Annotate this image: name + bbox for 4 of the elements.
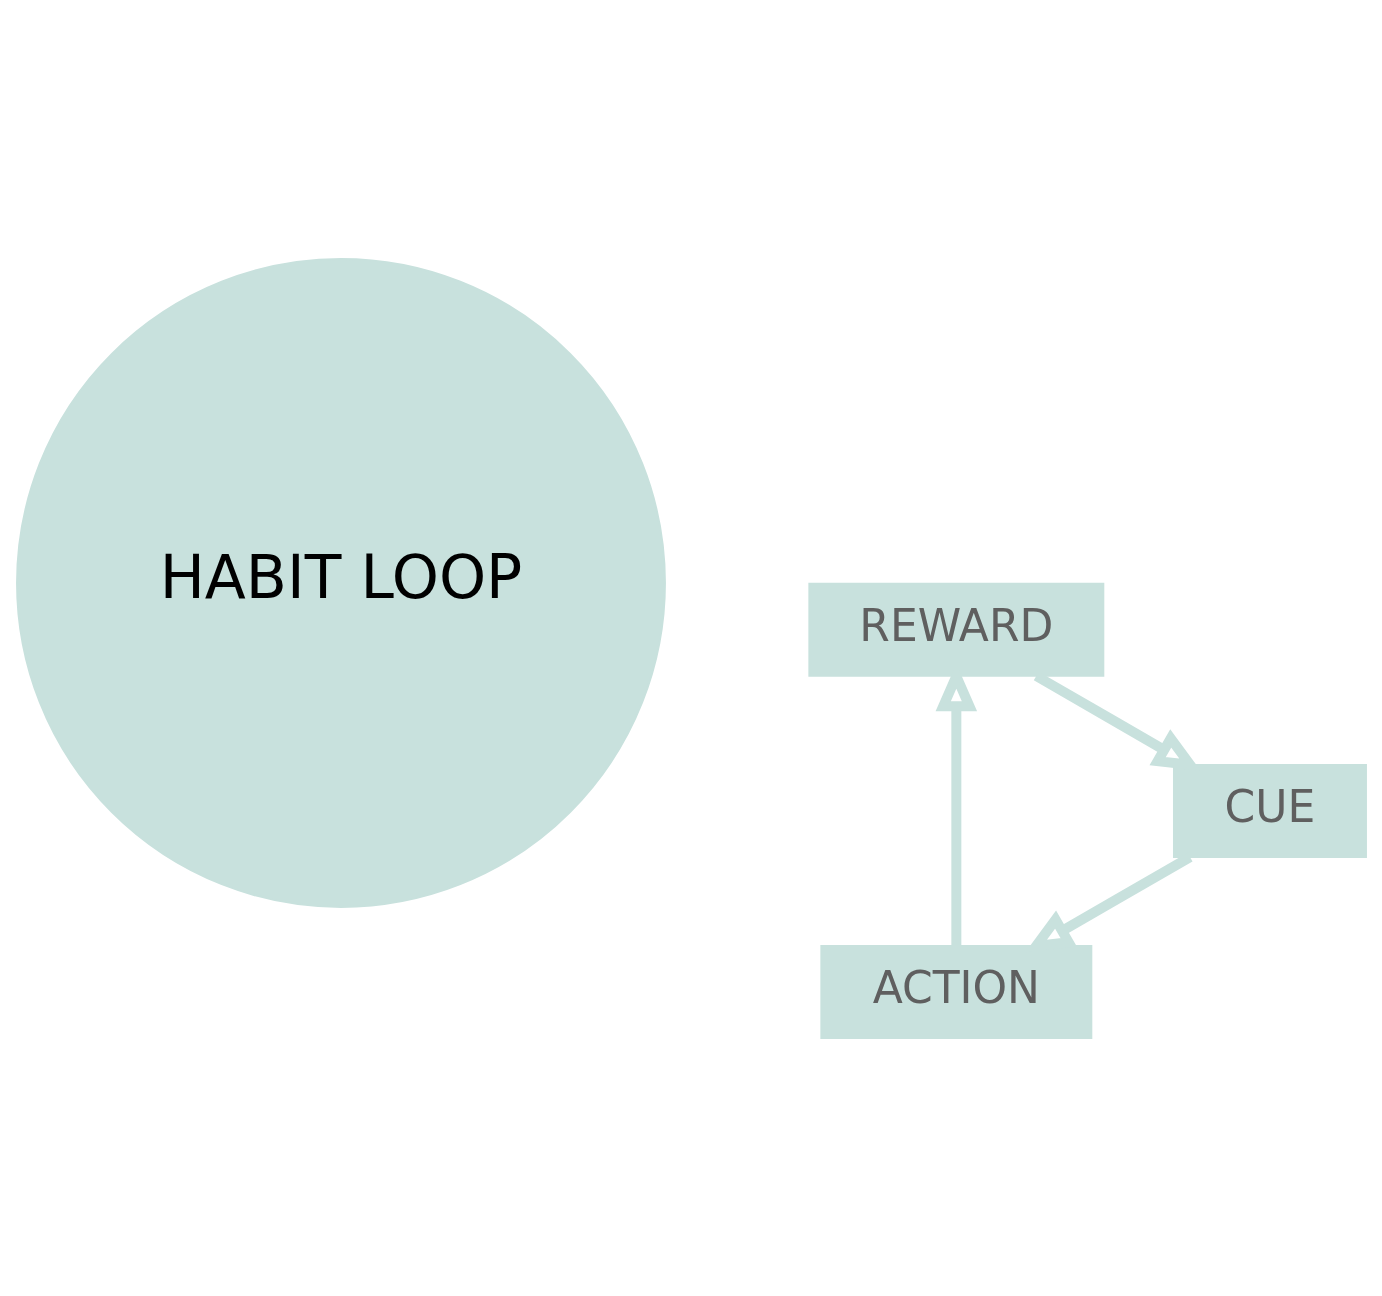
- node-box: REWARD: [807, 582, 1104, 677]
- node-circle: HABIT LOOP: [15, 257, 666, 908]
- node-box: ACTION: [819, 944, 1092, 1039]
- node-box: CUE: [1172, 763, 1367, 858]
